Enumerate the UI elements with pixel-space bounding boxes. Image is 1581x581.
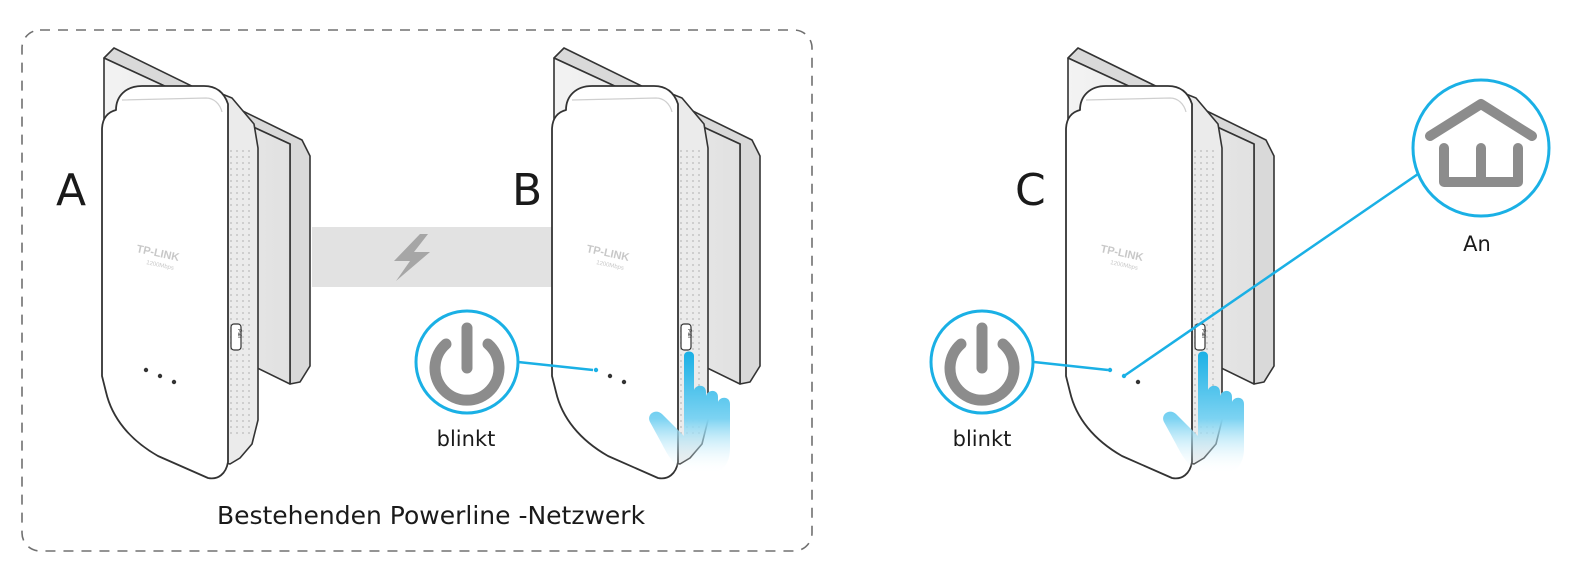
power-c-connector	[1033, 360, 1109, 372]
adapter-a-pair-label: Pair	[236, 329, 242, 339]
adapter-b-speed: 1200Mbps	[596, 260, 625, 272]
adapter-a: TP-LINK 1200Mbps Pair	[101, 47, 311, 480]
house-icon	[1425, 99, 1537, 187]
adapter-a-speed: 1200Mbps	[146, 260, 175, 272]
adapter-b-letter: B	[512, 165, 542, 216]
power-b-caption: blinkt	[437, 427, 496, 451]
home-c-caption: An	[1463, 232, 1491, 256]
network-caption: Bestehenden Powerline -Netzwerk	[217, 501, 646, 530]
home-indicator-c	[1411, 78, 1551, 218]
lightning-icon	[394, 234, 430, 281]
power-indicator-c	[929, 309, 1035, 415]
adapter-b: TP-LINK 1200Mbps Pair	[551, 47, 761, 480]
home-c-connector	[1123, 172, 1419, 378]
adapter-b-leds	[593, 367, 627, 385]
power-indicator-b	[414, 309, 520, 415]
adapter-c: TP-LINK 1200Mbps Pair	[1065, 47, 1275, 480]
adapter-b-pair-label: Pair	[686, 329, 692, 339]
adapter-a-letter: A	[56, 165, 86, 216]
adapter-c-letter: C	[1015, 165, 1046, 216]
powerline-link	[312, 227, 558, 287]
power-c-caption: blinkt	[953, 427, 1012, 451]
adapter-a-leds	[143, 367, 177, 385]
power-b-connector	[517, 360, 594, 372]
adapter-c-speed: 1200Mbps	[1110, 260, 1139, 272]
adapter-c-pair-label: Pair	[1200, 329, 1206, 339]
